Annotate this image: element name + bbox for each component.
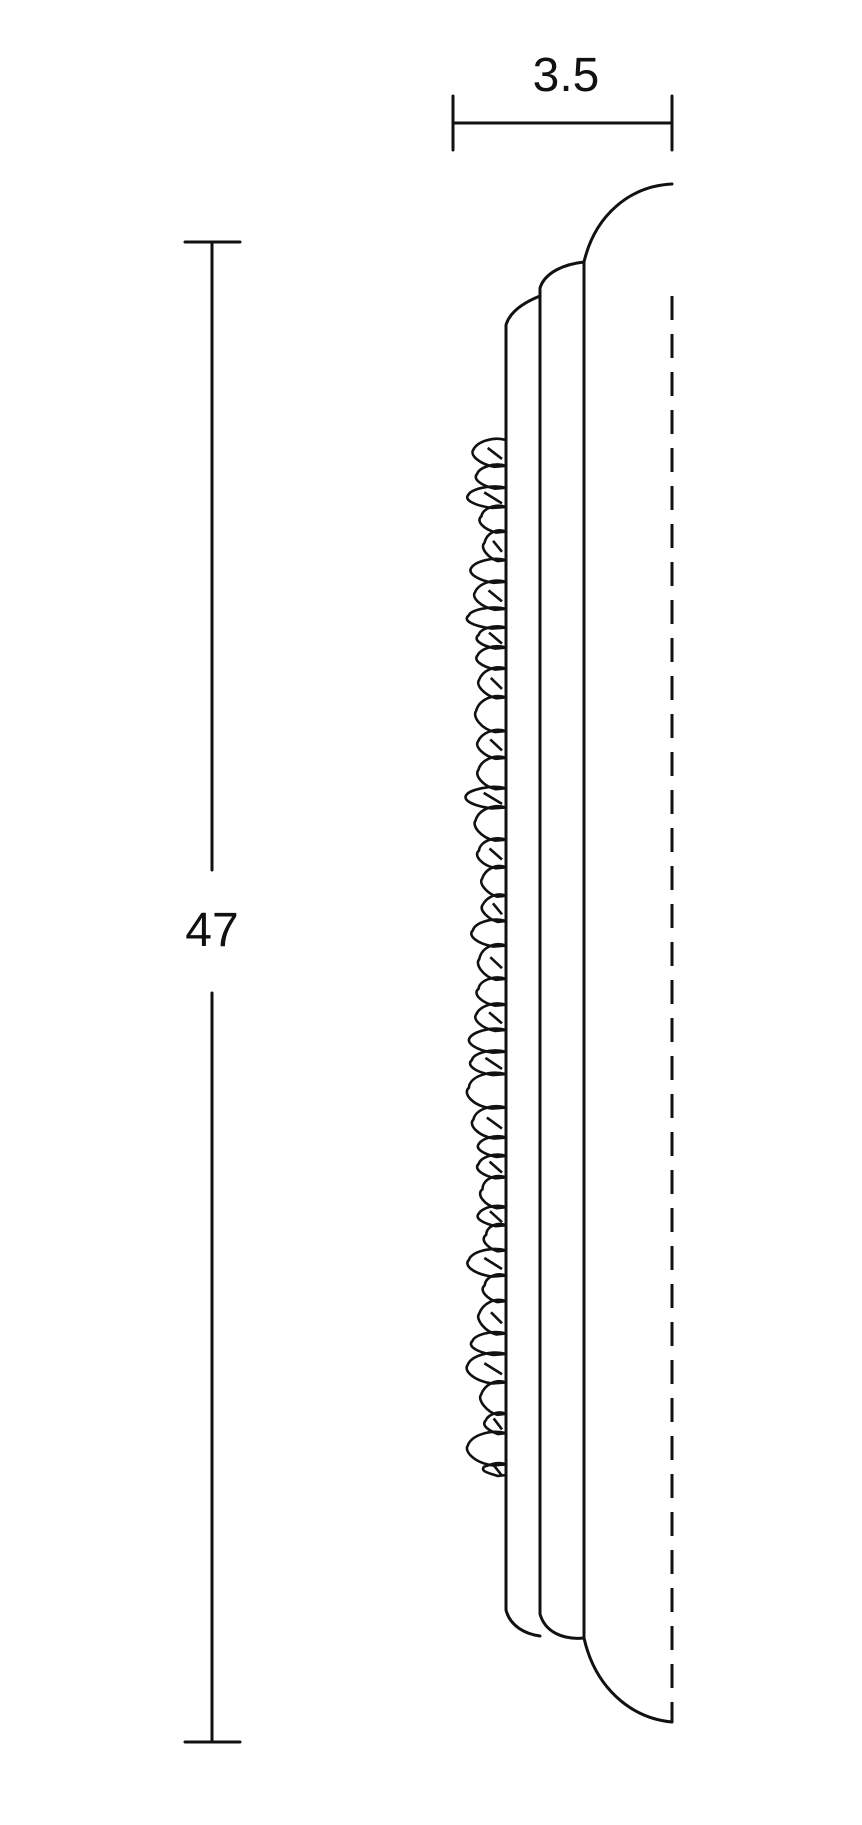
ornament-lobe [474, 1002, 507, 1033]
ornament-cut [489, 738, 503, 752]
ornament-lobe [465, 1351, 507, 1385]
depth-label: 3.5 [533, 49, 600, 102]
ornament-lobe [465, 606, 507, 630]
ornament-lobe [476, 666, 507, 700]
ornament-lobe [469, 1330, 507, 1357]
ornament-lobe [480, 893, 507, 924]
ornament-cut [489, 956, 503, 970]
ornament-lobe [479, 864, 507, 899]
ornament-cut [483, 1362, 503, 1376]
ornament-lobe [465, 1071, 507, 1110]
ornament-cut [492, 540, 504, 553]
ornament-lobe [475, 1153, 507, 1180]
ornament-lobe [475, 837, 507, 870]
ornament-lobe [469, 557, 507, 585]
ornament-lobe [473, 804, 507, 842]
ornament-lobe [467, 1027, 507, 1055]
ornament-lobe [476, 1298, 507, 1336]
ornament-lobe [481, 1273, 507, 1304]
frame-profile [464, 182, 674, 1724]
ornament-lobe [478, 1380, 507, 1417]
ornament-cut [488, 1011, 503, 1025]
ornament-cut [489, 1210, 503, 1224]
ornament-lobe [482, 1222, 507, 1253]
ornament-lobe [474, 463, 507, 491]
ornament-cut [488, 1160, 503, 1174]
height-dimension: 47 [183, 240, 242, 1744]
ornament-cut [490, 1311, 503, 1325]
ornament-cut [492, 1463, 504, 1477]
ornament-cut [492, 1417, 504, 1431]
ornament-lobe [481, 529, 507, 563]
ornament-cut [491, 902, 504, 916]
ornament-lobe [470, 1105, 507, 1140]
ornament-cut [483, 491, 503, 505]
ornament-cut [488, 631, 503, 645]
ornament-cut [486, 446, 503, 460]
carved-ornament [464, 437, 507, 1478]
ornament-lobe [468, 1049, 507, 1077]
ornament-cut [488, 847, 503, 861]
ornament-lobe [481, 1461, 507, 1478]
ornament-lobe [478, 1174, 507, 1210]
ornament-cut [486, 1116, 503, 1130]
inner-step [504, 294, 542, 1638]
ornament-lobe [464, 785, 507, 810]
ornament-lobe [476, 1204, 507, 1228]
ornament-lobe [465, 1430, 507, 1467]
ornament-lobe [476, 755, 507, 791]
ornament-lobe [472, 579, 507, 612]
ornament-cut [484, 1056, 503, 1071]
outer-molding [582, 182, 674, 1724]
middle-step [538, 260, 586, 1640]
depth-dimension: 3.5 [451, 49, 674, 152]
ornament-lobe [466, 1247, 507, 1278]
ornament-lobe [466, 485, 507, 510]
height-label: 47 [185, 904, 238, 957]
ornament-lobe [475, 644, 507, 671]
ornament-lobe [473, 694, 507, 734]
ornament-cut [487, 589, 503, 603]
ornament-lobe [475, 976, 507, 1008]
ornament-lobe [476, 943, 507, 982]
ornament-lobe [475, 728, 507, 761]
ornament-cut [489, 677, 503, 690]
ornament-lobe [470, 918, 507, 948]
ornament-cut [483, 1256, 503, 1271]
ornament-lobe [471, 437, 507, 469]
ornament-lobe [478, 504, 507, 534]
ornament-cut [483, 791, 503, 805]
